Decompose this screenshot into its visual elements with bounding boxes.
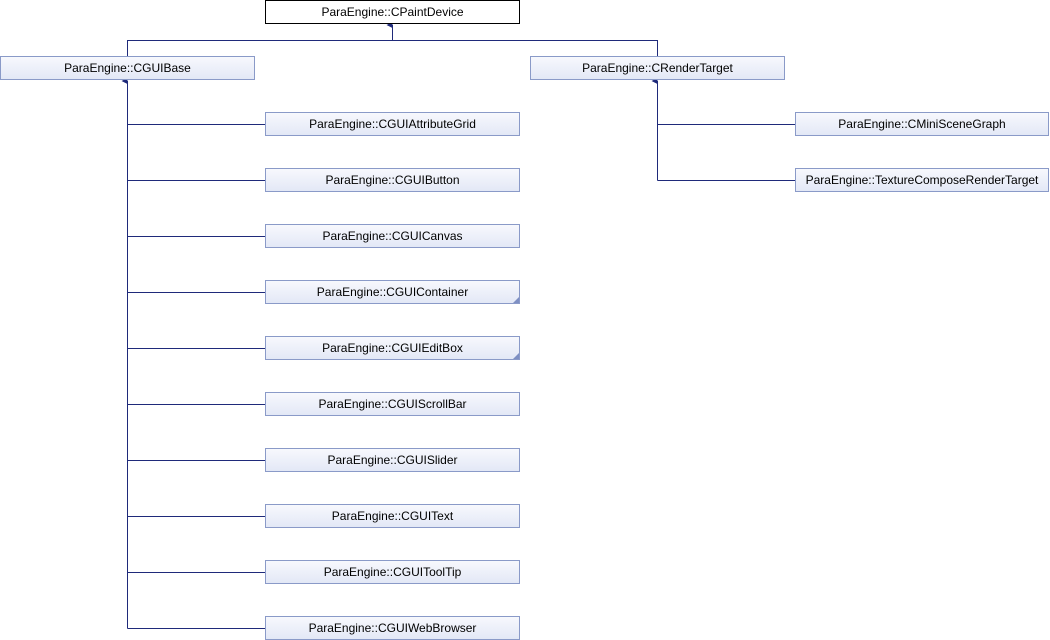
node-label: ParaEngine::CGUIToolTip [323, 565, 462, 579]
node-label: ParaEngine::CRenderTarget [582, 61, 733, 75]
node-cguitext[interactable]: ParaEngine::CGUIText [265, 504, 520, 528]
node-cguieditbox[interactable]: ParaEngine::CGUIEditBox [265, 336, 520, 360]
node-cguiscrollbar[interactable]: ParaEngine::CGUIScrollBar [265, 392, 520, 416]
node-cguiattributegrid[interactable]: ParaEngine::CGUIAttributeGrid [265, 112, 520, 136]
node-label: ParaEngine::CMiniSceneGraph [838, 117, 1006, 131]
node-label: ParaEngine::CGUIScrollBar [318, 397, 467, 411]
has-subclasses-marker [513, 297, 519, 303]
node-cguitooltip[interactable]: ParaEngine::CGUIToolTip [265, 560, 520, 584]
node-cguibase[interactable]: ParaEngine::CGUIBase [0, 56, 255, 80]
node-label: ParaEngine::TextureComposeRenderTarget [805, 173, 1039, 187]
node-texturecomposerendertarget[interactable]: ParaEngine::TextureComposeRenderTarget [795, 168, 1049, 192]
node-label: ParaEngine::CGUIWebBrowser [308, 621, 477, 635]
node-label: ParaEngine::CGUIContainer [316, 285, 469, 299]
node-cpaintdevice[interactable]: ParaEngine::CPaintDevice [265, 0, 520, 24]
edge-cguibase-to-cpaintdevice [127, 40, 393, 56]
node-cguibutton[interactable]: ParaEngine::CGUIButton [265, 168, 520, 192]
node-crendertarget[interactable]: ParaEngine::CRenderTarget [530, 56, 785, 80]
node-cminiscenegraph[interactable]: ParaEngine::CMiniSceneGraph [795, 112, 1049, 136]
node-label: ParaEngine::CGUICanvas [322, 229, 463, 243]
has-subclasses-marker [513, 353, 519, 359]
node-cguiwebbrowser[interactable]: ParaEngine::CGUIWebBrowser [265, 616, 520, 640]
node-label: ParaEngine::CGUIText [331, 509, 454, 523]
node-label: ParaEngine::CGUIBase [64, 61, 191, 75]
edge-crendertarget-to-cpaintdevice [392, 40, 658, 56]
node-label: ParaEngine::CGUIButton [325, 173, 460, 187]
node-label: ParaEngine::CPaintDevice [321, 5, 464, 19]
node-label: ParaEngine::CGUISlider [327, 453, 458, 467]
node-cguicanvas[interactable]: ParaEngine::CGUICanvas [265, 224, 520, 248]
node-cguicontainer[interactable]: ParaEngine::CGUIContainer [265, 280, 520, 304]
node-cguislider[interactable]: ParaEngine::CGUISlider [265, 448, 520, 472]
node-label: ParaEngine::CGUIAttributeGrid [309, 117, 476, 131]
node-label: ParaEngine::CGUIEditBox [322, 341, 463, 355]
